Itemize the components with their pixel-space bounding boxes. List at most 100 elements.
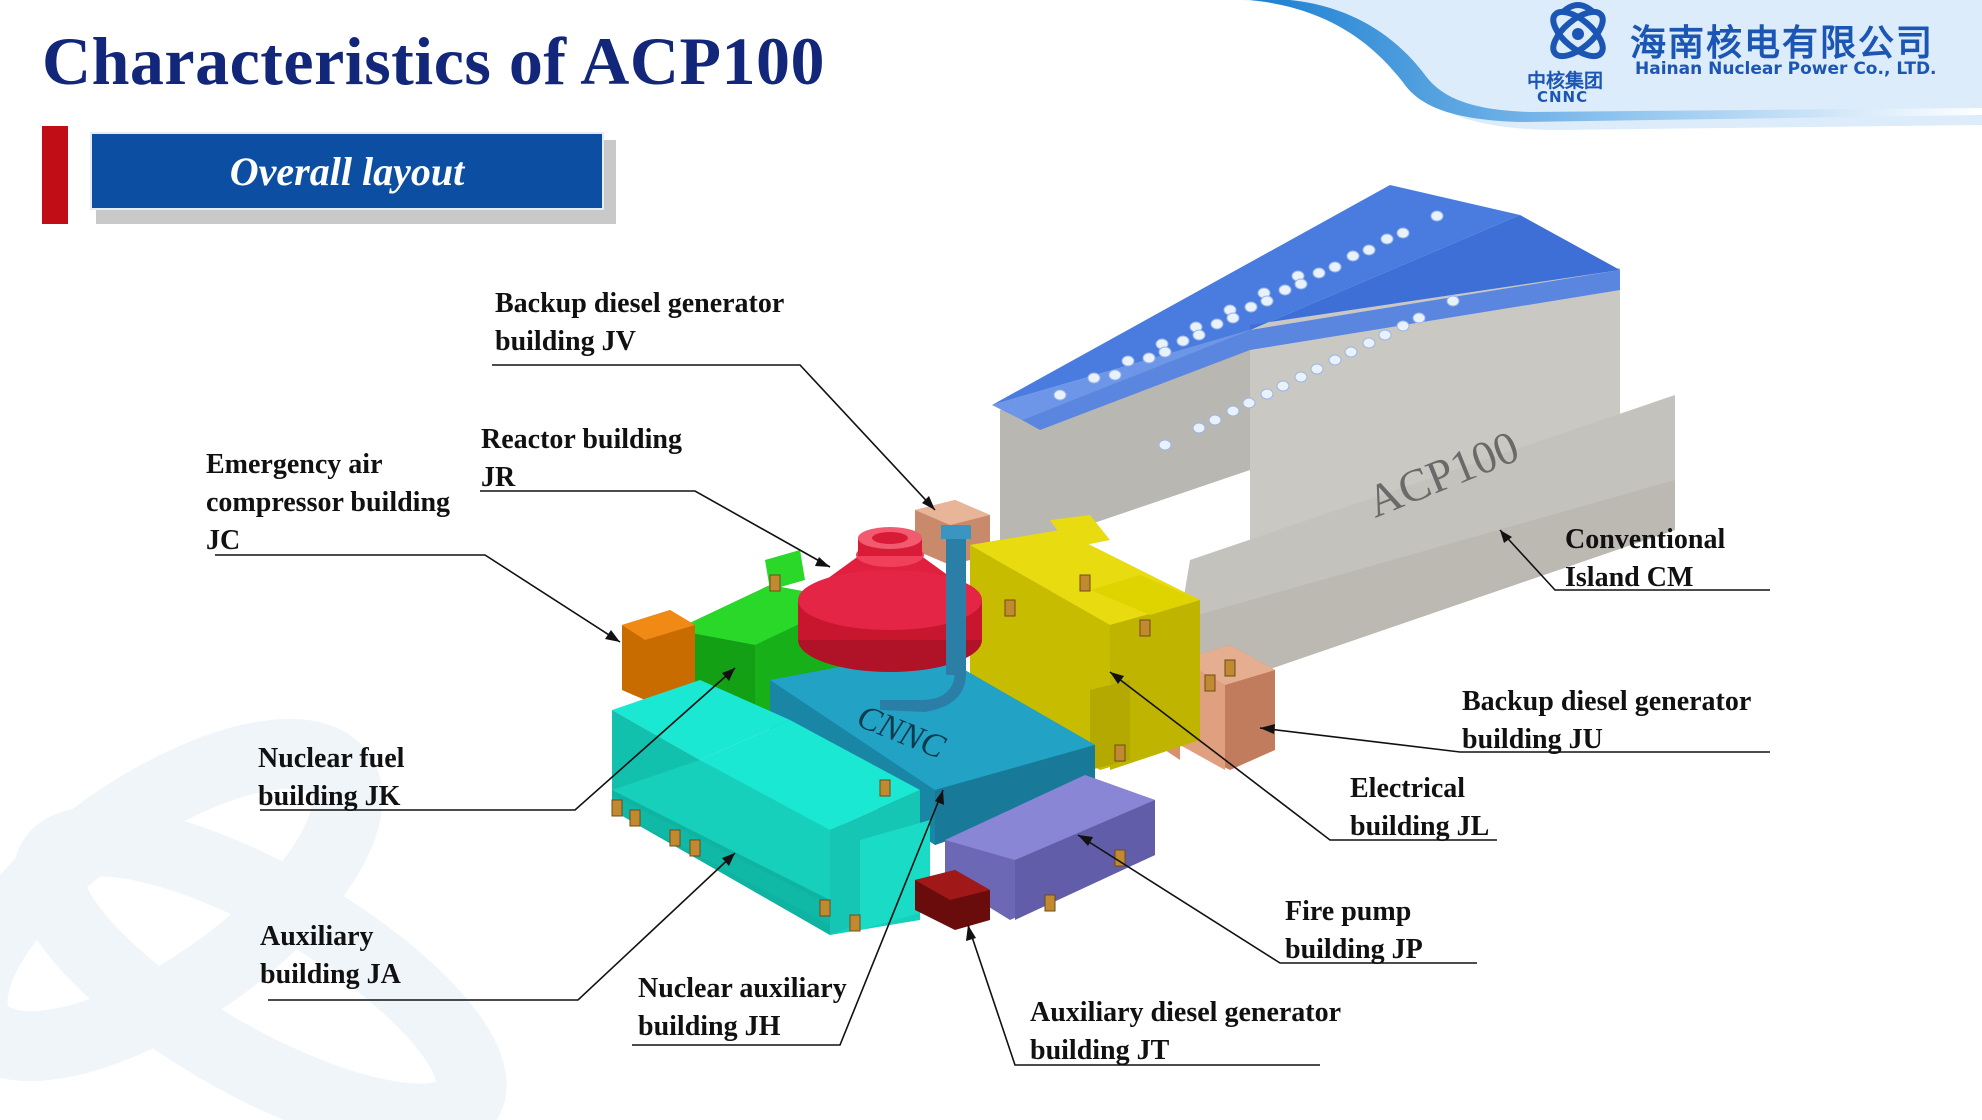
- skylight: [1158, 346, 1172, 358]
- skylight: [1276, 380, 1290, 392]
- label-nuclear-fuel-jk: Nuclear fuel building JK: [258, 743, 405, 812]
- skylight: [1430, 210, 1444, 222]
- label-backup-diesel-jv: Backup diesel generator building JV: [495, 288, 785, 357]
- skylight: [1412, 312, 1426, 324]
- skylight: [1294, 371, 1308, 383]
- arrowhead-jc: [605, 630, 620, 642]
- emergency-air-compressor-jc: [622, 610, 695, 700]
- window-block: [689, 839, 701, 857]
- label-nuclear-auxiliary-jh: Nuclear auxiliary building JH: [638, 973, 847, 1042]
- skylight: [1244, 301, 1258, 313]
- header-wave: [1240, 0, 1982, 130]
- skylight: [1446, 295, 1460, 307]
- leader-line-jk: [260, 667, 736, 811]
- section-accent-bar: [42, 126, 68, 224]
- skylight: [1208, 414, 1222, 426]
- window-block: [849, 914, 861, 932]
- arrowhead-jt: [966, 925, 976, 941]
- window-block: [1004, 599, 1016, 617]
- skylight: [1346, 250, 1360, 262]
- skylight: [1158, 439, 1172, 451]
- auxiliary-building-ja: [612, 720, 930, 935]
- skylight: [1192, 329, 1206, 341]
- leader-line-jv: [492, 364, 936, 511]
- window-block: [1114, 744, 1126, 762]
- skylight: [1380, 233, 1394, 245]
- arrowhead-jr: [815, 557, 830, 567]
- skylight: [1344, 346, 1358, 358]
- window-block: [1204, 674, 1216, 692]
- window-block: [669, 829, 681, 847]
- fire-pump-building-jp: [945, 775, 1155, 920]
- skylight: [1260, 295, 1274, 307]
- skylight: [1053, 389, 1067, 401]
- label-conventional-cm: Conventional Island CM: [1565, 524, 1726, 593]
- company-logo: 海南核电有限公司 Hainan Nuclear Power Co., LTD. …: [1515, 0, 1982, 110]
- label-auxiliary-ja: Auxiliary building JA: [260, 921, 401, 990]
- arrowhead-jk: [722, 668, 735, 681]
- leader-arrowheads: [605, 496, 1512, 941]
- arrowhead-ja: [722, 853, 735, 866]
- window-block: [879, 779, 891, 797]
- skylight: [1210, 318, 1224, 330]
- skylight: [1226, 312, 1240, 324]
- section-header: Overall layout: [90, 132, 604, 210]
- skylight: [1362, 244, 1376, 256]
- window-block: [629, 809, 641, 827]
- skylight: [1396, 227, 1410, 239]
- leader-lines: [215, 364, 1770, 1066]
- leader-line-jc: [215, 554, 621, 643]
- leader-line-ju: [1259, 727, 1770, 753]
- company-name-en: Hainan Nuclear Power Co., LTD.: [1635, 59, 1937, 79]
- skylight: [1260, 388, 1274, 400]
- skylight: [1396, 320, 1410, 332]
- skylight: [1378, 329, 1392, 341]
- skylight: [1328, 261, 1342, 273]
- building-windows: [611, 574, 1236, 932]
- leader-line-jp: [1077, 834, 1477, 964]
- header-wave-accent: [1250, 0, 1982, 122]
- leader-line-jl: [1109, 671, 1497, 841]
- skylight: [1142, 352, 1156, 364]
- label-electrical-jl: Electrical building JL: [1350, 773, 1490, 842]
- exhaust-stack: [880, 525, 971, 712]
- label-reactor-jr: Reactor building JR: [481, 424, 682, 493]
- cnnc-emblem-icon: [1550, 2, 1606, 60]
- label-emergency-air-jc: Emergency air compressor building JC: [206, 449, 451, 556]
- skylight: [1310, 363, 1324, 375]
- skylight: [1362, 337, 1376, 349]
- skylight: [1278, 284, 1292, 296]
- window-block: [1224, 659, 1236, 677]
- page-title: Characteristics of ACP100: [42, 23, 825, 99]
- skylight: [1192, 422, 1206, 434]
- company-name-cn: 海南核电有限公司: [1630, 23, 1935, 64]
- skylight: [1226, 405, 1240, 417]
- reactor-building-jr: [798, 527, 982, 672]
- window-block: [1044, 894, 1056, 912]
- leader-line-jr: [480, 490, 831, 568]
- roof-skylights: [1053, 210, 1460, 451]
- skylight: [1328, 354, 1342, 366]
- window-block: [769, 574, 781, 592]
- skylight: [1108, 369, 1122, 381]
- leader-line-jt: [967, 924, 1320, 1066]
- window-block: [1139, 619, 1151, 637]
- leader-line-ja: [268, 852, 736, 1001]
- arrowhead-jl: [1110, 672, 1124, 684]
- skylight: [1294, 278, 1308, 290]
- watermark-atom: [0, 718, 507, 1120]
- nuclear-auxiliary-building-jh: CNNC: [770, 650, 1095, 845]
- group-name-en: CNNC: [1537, 88, 1589, 106]
- skylight: [1312, 267, 1326, 279]
- arrowhead-jp: [1078, 835, 1093, 846]
- arrowhead-jh: [935, 790, 944, 805]
- label-fire-pump-jp: Fire pump building JP: [1285, 896, 1423, 965]
- skylight: [1242, 397, 1256, 409]
- skylight: [1121, 355, 1135, 367]
- arrowhead-cm: [1500, 530, 1512, 543]
- group-name-cn: 中核集团: [1527, 70, 1604, 92]
- window-block: [819, 899, 831, 917]
